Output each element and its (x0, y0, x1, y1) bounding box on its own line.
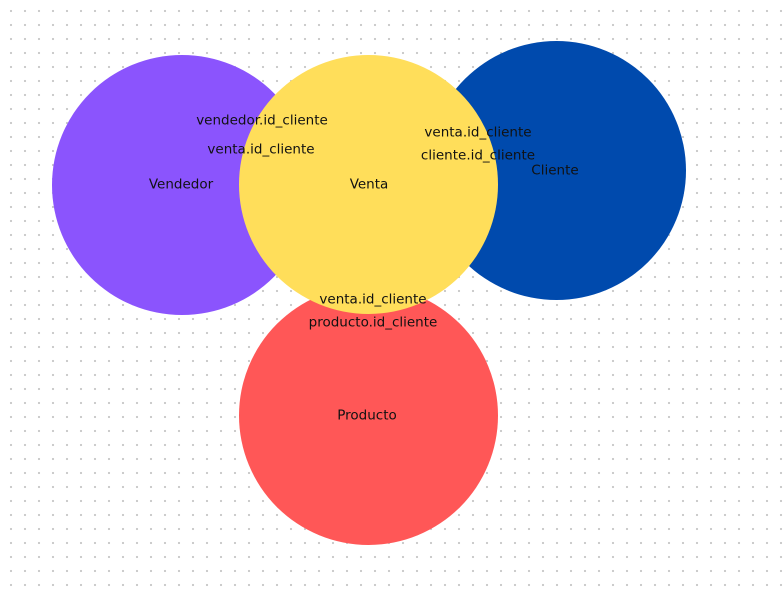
producto-circle[interactable] (239, 286, 498, 545)
relation-producto-key: producto.id_cliente (308, 314, 438, 331)
relation-cliente-key: cliente.id_cliente (420, 147, 536, 164)
venta-label: Venta (349, 176, 389, 193)
producto-label: Producto (337, 407, 397, 424)
vendedor-label: Vendedor (148, 176, 214, 193)
relation-venta-key-right: venta.id_cliente (424, 124, 532, 141)
cliente-label: Cliente (531, 162, 579, 179)
relation-venta-key-left: venta.id_cliente (207, 141, 315, 158)
relation-vendedor-key: vendedor.id_cliente (196, 112, 328, 129)
relation-venta-key-bottom: venta.id_cliente (319, 291, 427, 308)
venta-circle[interactable] (239, 55, 498, 314)
